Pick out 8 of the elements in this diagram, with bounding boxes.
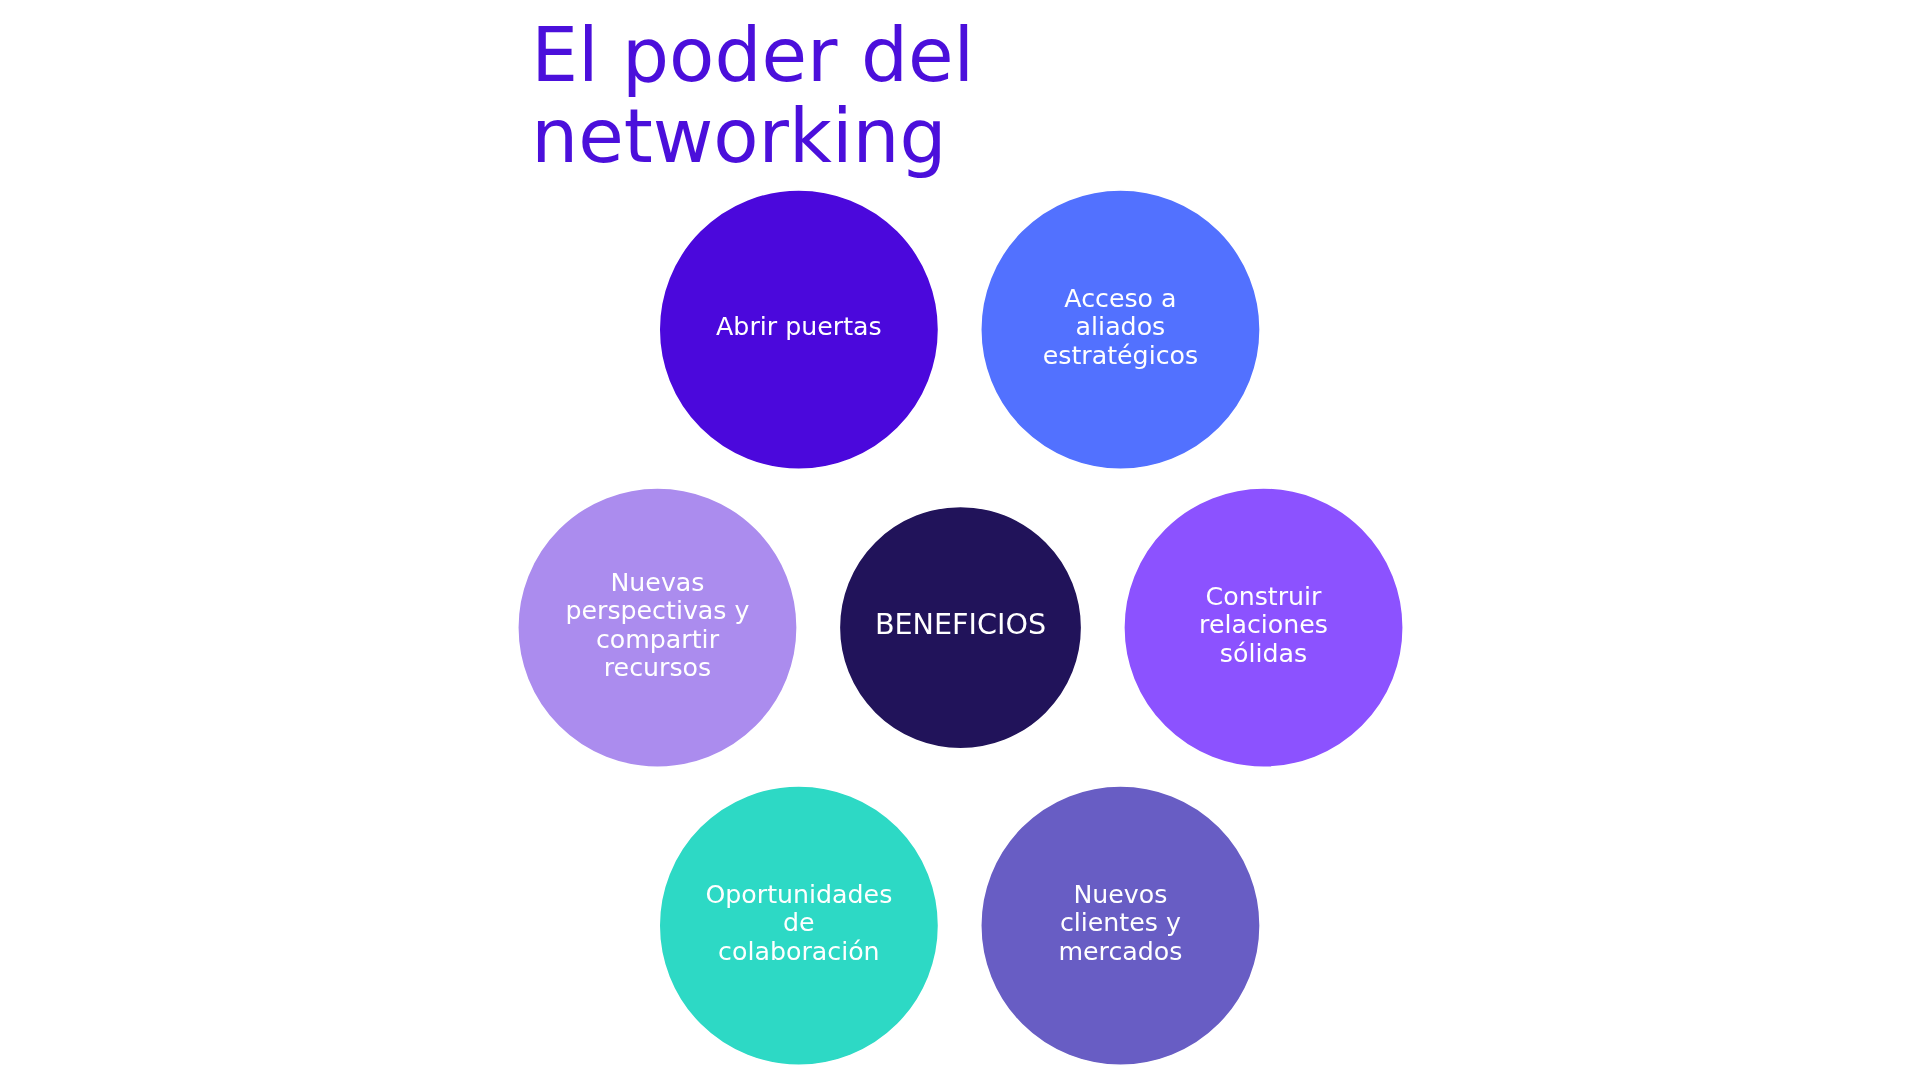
diagram-title: El poder del networking bbox=[530, 11, 974, 179]
node-circle: Construir relaciones sólidas bbox=[1122, 486, 1404, 769]
node-circle: Oportunidades de colaboración bbox=[657, 784, 939, 1067]
node-circle: Nuevos clientes y mercados bbox=[979, 784, 1261, 1067]
node-circle: Abrir puertas bbox=[657, 189, 939, 471]
node-circle: Acceso a aliados estratégicos bbox=[979, 189, 1261, 471]
node-circle: BENEFICIOS bbox=[837, 505, 1083, 750]
node-circle: Nuevas perspectivas y compartir recursos bbox=[516, 486, 798, 769]
